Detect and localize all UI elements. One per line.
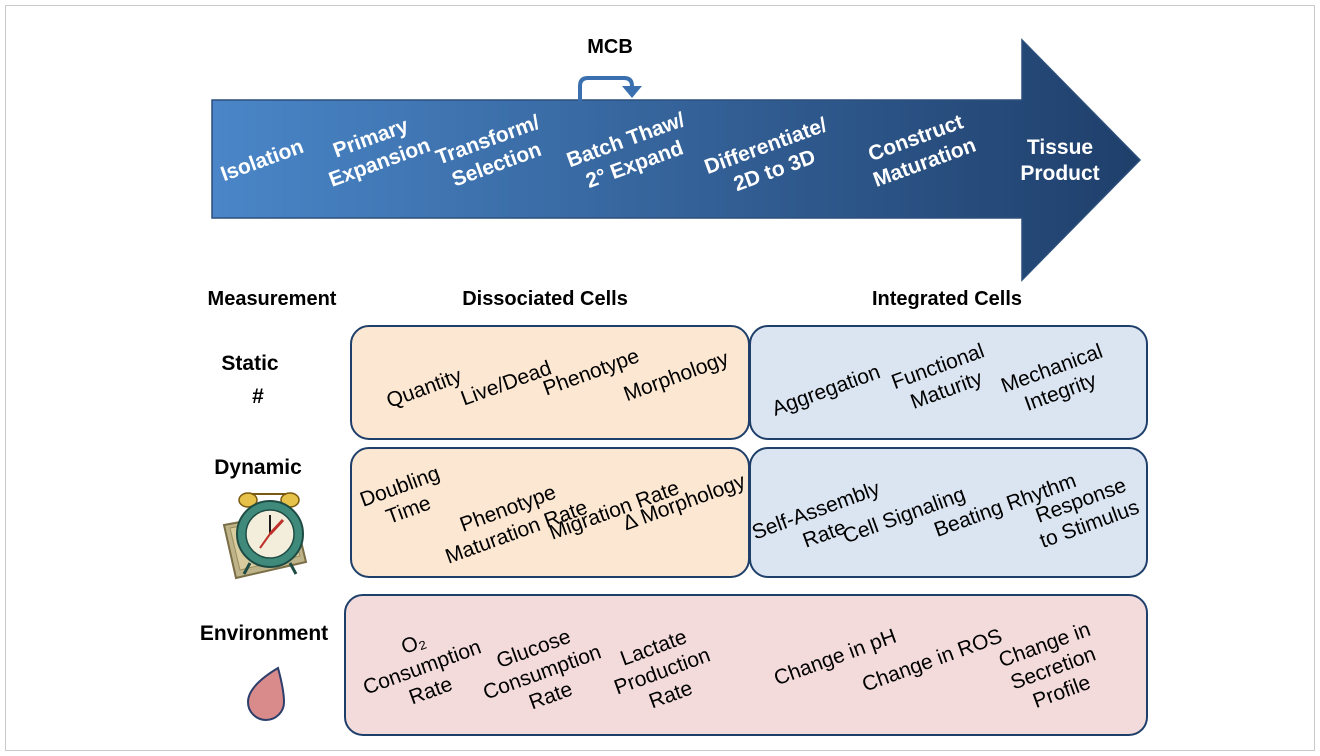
static-integrated-box	[749, 325, 1148, 440]
process-step-label-line: Tissue	[1027, 136, 1093, 159]
dynamic-row-label: Dynamic	[214, 456, 302, 479]
figure-frame	[5, 5, 1315, 751]
process-arrow	[211, 38, 1142, 282]
dynamic-integrated-box	[749, 447, 1148, 578]
measurement-header: Measurement	[208, 288, 337, 310]
alarm-clock-icon	[222, 492, 308, 580]
environment-item: O₂ConsumptionRate	[352, 612, 493, 723]
mcb-arrowhead	[622, 86, 642, 98]
environment-box	[344, 594, 1148, 736]
dissociated-cells-header: Dissociated Cells	[462, 288, 628, 310]
integrated-cells-header: Integrated Cells	[872, 288, 1022, 310]
environment-row-label: Environment	[200, 622, 328, 645]
process-step-label-line: Product	[1020, 162, 1099, 185]
static-hash-symbol: #	[252, 385, 264, 408]
drop-icon	[246, 666, 286, 721]
mcb-label: MCB	[587, 36, 633, 58]
static-row-label: Static	[221, 352, 279, 375]
mcb-loop-arrow	[578, 76, 634, 101]
